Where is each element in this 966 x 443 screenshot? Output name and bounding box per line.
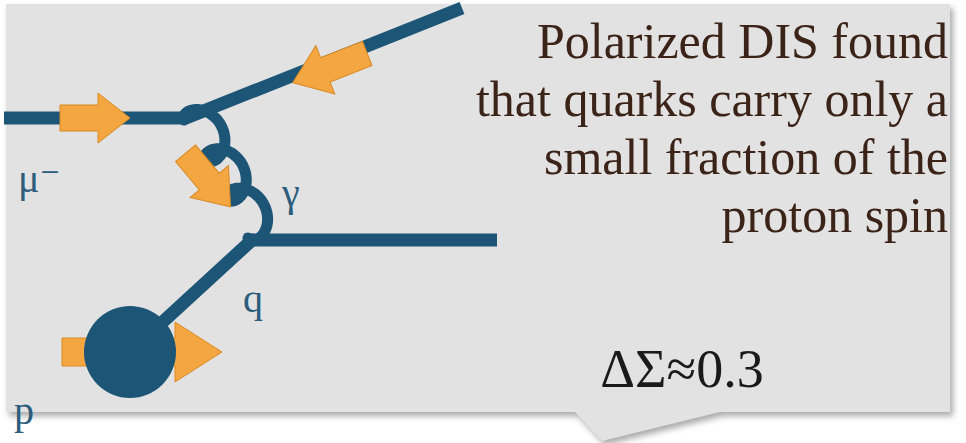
bubble-fill — [6, 4, 950, 441]
text-wrap: Polarized DIS found that quarks carry on… — [456, 12, 948, 244]
particle-label: p — [14, 388, 34, 434]
label-wrap: μ⁻ — [18, 156, 61, 202]
label-wrap: γ — [282, 170, 300, 216]
label-wrap: p — [14, 388, 34, 434]
callout-text: Polarized DIS found that quarks carry on… — [456, 12, 948, 244]
proton-circle — [84, 306, 176, 398]
particle-label: q — [243, 276, 263, 322]
quark-out-line — [244, 234, 497, 247]
particle-label: γ — [282, 170, 300, 216]
particle-label: μ⁻ — [18, 156, 61, 202]
formula-text: ΔΣ≈0.3 — [557, 337, 807, 401]
label-wrap: q — [243, 276, 263, 322]
text-wrap: ΔΣ≈0.3 — [557, 337, 807, 401]
